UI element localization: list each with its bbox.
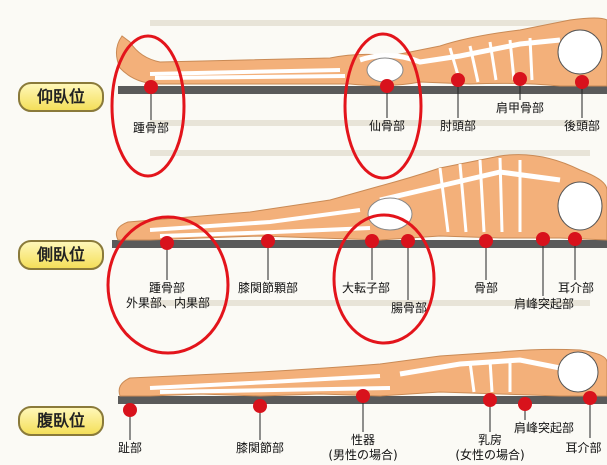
point-acromion-lateral xyxy=(536,232,550,246)
supine-figure xyxy=(116,18,607,94)
point-genitals xyxy=(356,389,370,403)
mat-supine xyxy=(118,86,607,94)
point-calcaneus-lateral xyxy=(160,236,174,250)
label-occiput: 後頭部 xyxy=(558,119,606,134)
point-rib xyxy=(479,234,493,248)
point-greater-trochanter xyxy=(365,234,379,248)
lateral-figure xyxy=(112,155,607,248)
point-acromion-prone xyxy=(518,397,532,411)
point-ear-lateral xyxy=(568,232,582,246)
label-knee: 膝関節部 xyxy=(228,441,292,456)
label-breast: 乳房 xyxy=(472,433,508,448)
point-toes xyxy=(123,403,137,417)
label-ilium: 腸骨部 xyxy=(386,301,432,316)
label-acromion-prone: 肩峰突起部 xyxy=(510,421,578,436)
point-occiput xyxy=(575,75,589,89)
label-breast-note: (女性の場合) xyxy=(450,448,530,463)
label-olecranon: 肘頭部 xyxy=(434,119,482,134)
label-sacrum: 仙骨部 xyxy=(364,119,410,134)
label-rib: 骨部 xyxy=(468,281,504,296)
label-ear-prone: 耳介部 xyxy=(560,441,607,456)
label-greater-trochanter: 大転子部 xyxy=(336,281,396,296)
highlight-heel-supine xyxy=(112,36,184,176)
posture-supine: 仰臥位 xyxy=(18,82,104,112)
label-calcaneus-lateral: 踵骨部 xyxy=(144,281,190,296)
label-knee-condyle: 膝関節顆部 xyxy=(230,281,306,296)
posture-lateral: 側臥位 xyxy=(18,240,104,270)
label-genitals: 性器 xyxy=(345,433,381,448)
posture-prone: 腹臥位 xyxy=(18,406,104,436)
mat-lateral xyxy=(112,240,607,248)
point-breast xyxy=(483,393,497,407)
point-sacrum xyxy=(380,79,394,93)
point-ear-prone xyxy=(583,391,597,405)
label-genitals-note: (男性の場合) xyxy=(323,448,403,463)
point-scapula xyxy=(513,72,527,86)
point-knee-condyle xyxy=(261,234,275,248)
label-scapula: 肩甲骨部 xyxy=(490,101,550,116)
point-ilium xyxy=(401,234,415,248)
point-calcaneus-supine xyxy=(144,80,158,94)
point-olecranon xyxy=(451,73,465,87)
label-calcaneus-supine: 踵骨部 xyxy=(129,121,173,136)
label-toes: 趾部 xyxy=(112,441,148,456)
label-ear-lateral: 耳介部 xyxy=(552,281,600,296)
point-knee xyxy=(253,399,267,413)
label-acromion-lateral: 肩峰突起部 xyxy=(510,297,578,312)
label-malleolus: 外果部、内果部 xyxy=(118,296,218,311)
